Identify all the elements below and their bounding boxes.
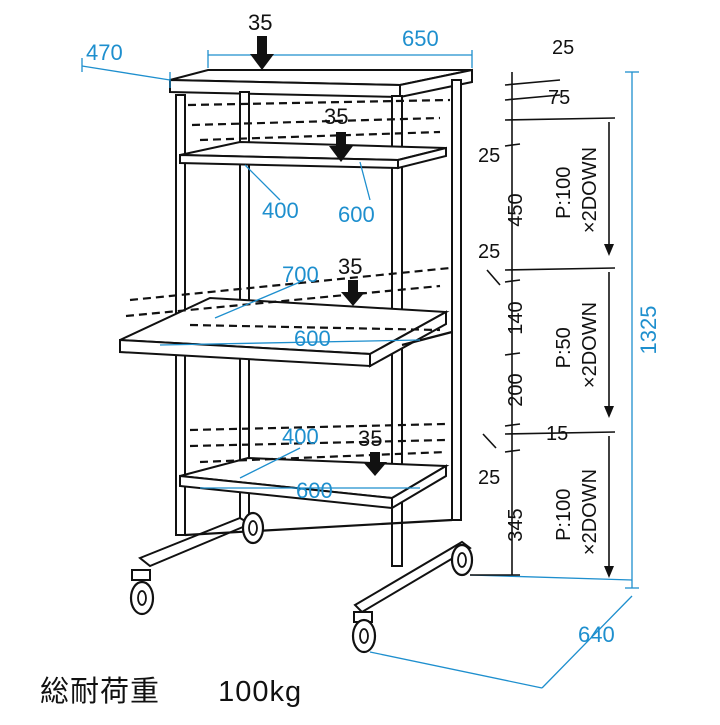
top-thickness-arrow-icon	[250, 36, 274, 70]
lower-shelf-side	[391, 464, 447, 510]
shelf-position-guides	[125, 98, 451, 464]
label-top-depth: 470	[86, 40, 123, 65]
dimension-lines	[81, 50, 639, 689]
label-pitch-upper: P:100 ×2DOWN	[553, 147, 601, 233]
lower-shelf-thickness-arrow-icon	[363, 452, 387, 476]
keyboard-shelf-thickness-arrow-icon	[341, 280, 365, 306]
pitch-labels: P:100 ×2DOWN P:50 ×2DOWN P:100 ×2DOWN	[553, 147, 601, 555]
pitch-middle-line1: P:50	[553, 327, 575, 368]
base	[138, 516, 472, 614]
thickness-arrows	[250, 36, 387, 476]
label-pitch-lower: P:100 ×2DOWN	[553, 469, 601, 555]
pitch-middle-line2: ×2DOWN	[579, 302, 601, 388]
label-d25a: 25	[552, 37, 574, 59]
label-d200: 200	[505, 373, 527, 406]
load-capacity-label: 総耐荷重	[40, 676, 161, 708]
label-d450: 450	[505, 193, 527, 226]
pitch-upper-line2: ×2DOWN	[579, 147, 601, 233]
label-keyboard-shelf-width: 600	[294, 326, 331, 351]
label-d75: 75	[548, 87, 570, 109]
middle-rail	[401, 330, 453, 347]
caster-front-right-icon	[351, 611, 377, 654]
label-top-thickness: 35	[248, 10, 272, 35]
label-pitch-middle: P:50 ×2DOWN	[553, 302, 601, 388]
label-lower-shelf-thickness: 35	[358, 426, 382, 451]
keyboard-shelf-side	[369, 310, 447, 368]
label-keyboard-shelf-thickness: 35	[338, 254, 362, 279]
label-base-depth: 640	[578, 622, 615, 647]
label-d25d: 25	[478, 467, 500, 489]
label-d345: 345	[505, 508, 527, 541]
label-upper-shelf-width: 600	[338, 202, 375, 227]
label-keyboard-shelf-depth: 700	[282, 262, 319, 287]
upper-shelf-thickness-arrow-icon	[329, 132, 353, 162]
label-overall-height: 1325	[636, 306, 661, 355]
label-d140: 140	[505, 301, 527, 334]
label-upper-shelf-thickness: 35	[324, 104, 348, 129]
caster-back-right-icon	[450, 543, 474, 577]
dimension-labels: 470 650 35 1325 640 35 400 600 35 700 60…	[86, 10, 661, 647]
load-capacity-value: 100kg	[218, 676, 303, 708]
label-d25b: 25	[478, 145, 500, 167]
load-capacity-caption: 総耐荷重 100kg	[40, 668, 302, 710]
label-upper-shelf-depth: 400	[262, 198, 299, 223]
post-back-right	[451, 79, 462, 521]
pitch-middle-arrow-icon	[604, 406, 614, 418]
pitch-lower-line2: ×2DOWN	[579, 469, 601, 555]
label-lower-shelf-depth: 400	[282, 424, 319, 449]
top-board-side	[399, 68, 473, 99]
label-d15: 15	[546, 423, 568, 445]
label-lower-shelf-width: 600	[296, 478, 333, 503]
upper-shelf-side	[397, 146, 447, 170]
casters	[129, 511, 474, 654]
pitch-lower-line1: P:100	[553, 489, 575, 541]
pitch-lower-arrow-icon	[604, 566, 614, 578]
pitch-upper-line1: P:100	[553, 167, 575, 219]
pitch-upper-arrow-icon	[604, 244, 614, 256]
vertical-chain-labels: 25 75 25 450 25 140 200 15 25 345	[478, 37, 574, 542]
rack-frame	[119, 68, 474, 654]
vertical-dimension-chain	[470, 72, 616, 576]
label-d25c: 25	[478, 241, 500, 263]
pitch-arrows	[604, 122, 614, 578]
caster-back-left-icon	[241, 511, 265, 545]
label-top-width: 650	[402, 26, 439, 51]
caster-front-left-icon	[129, 569, 155, 616]
